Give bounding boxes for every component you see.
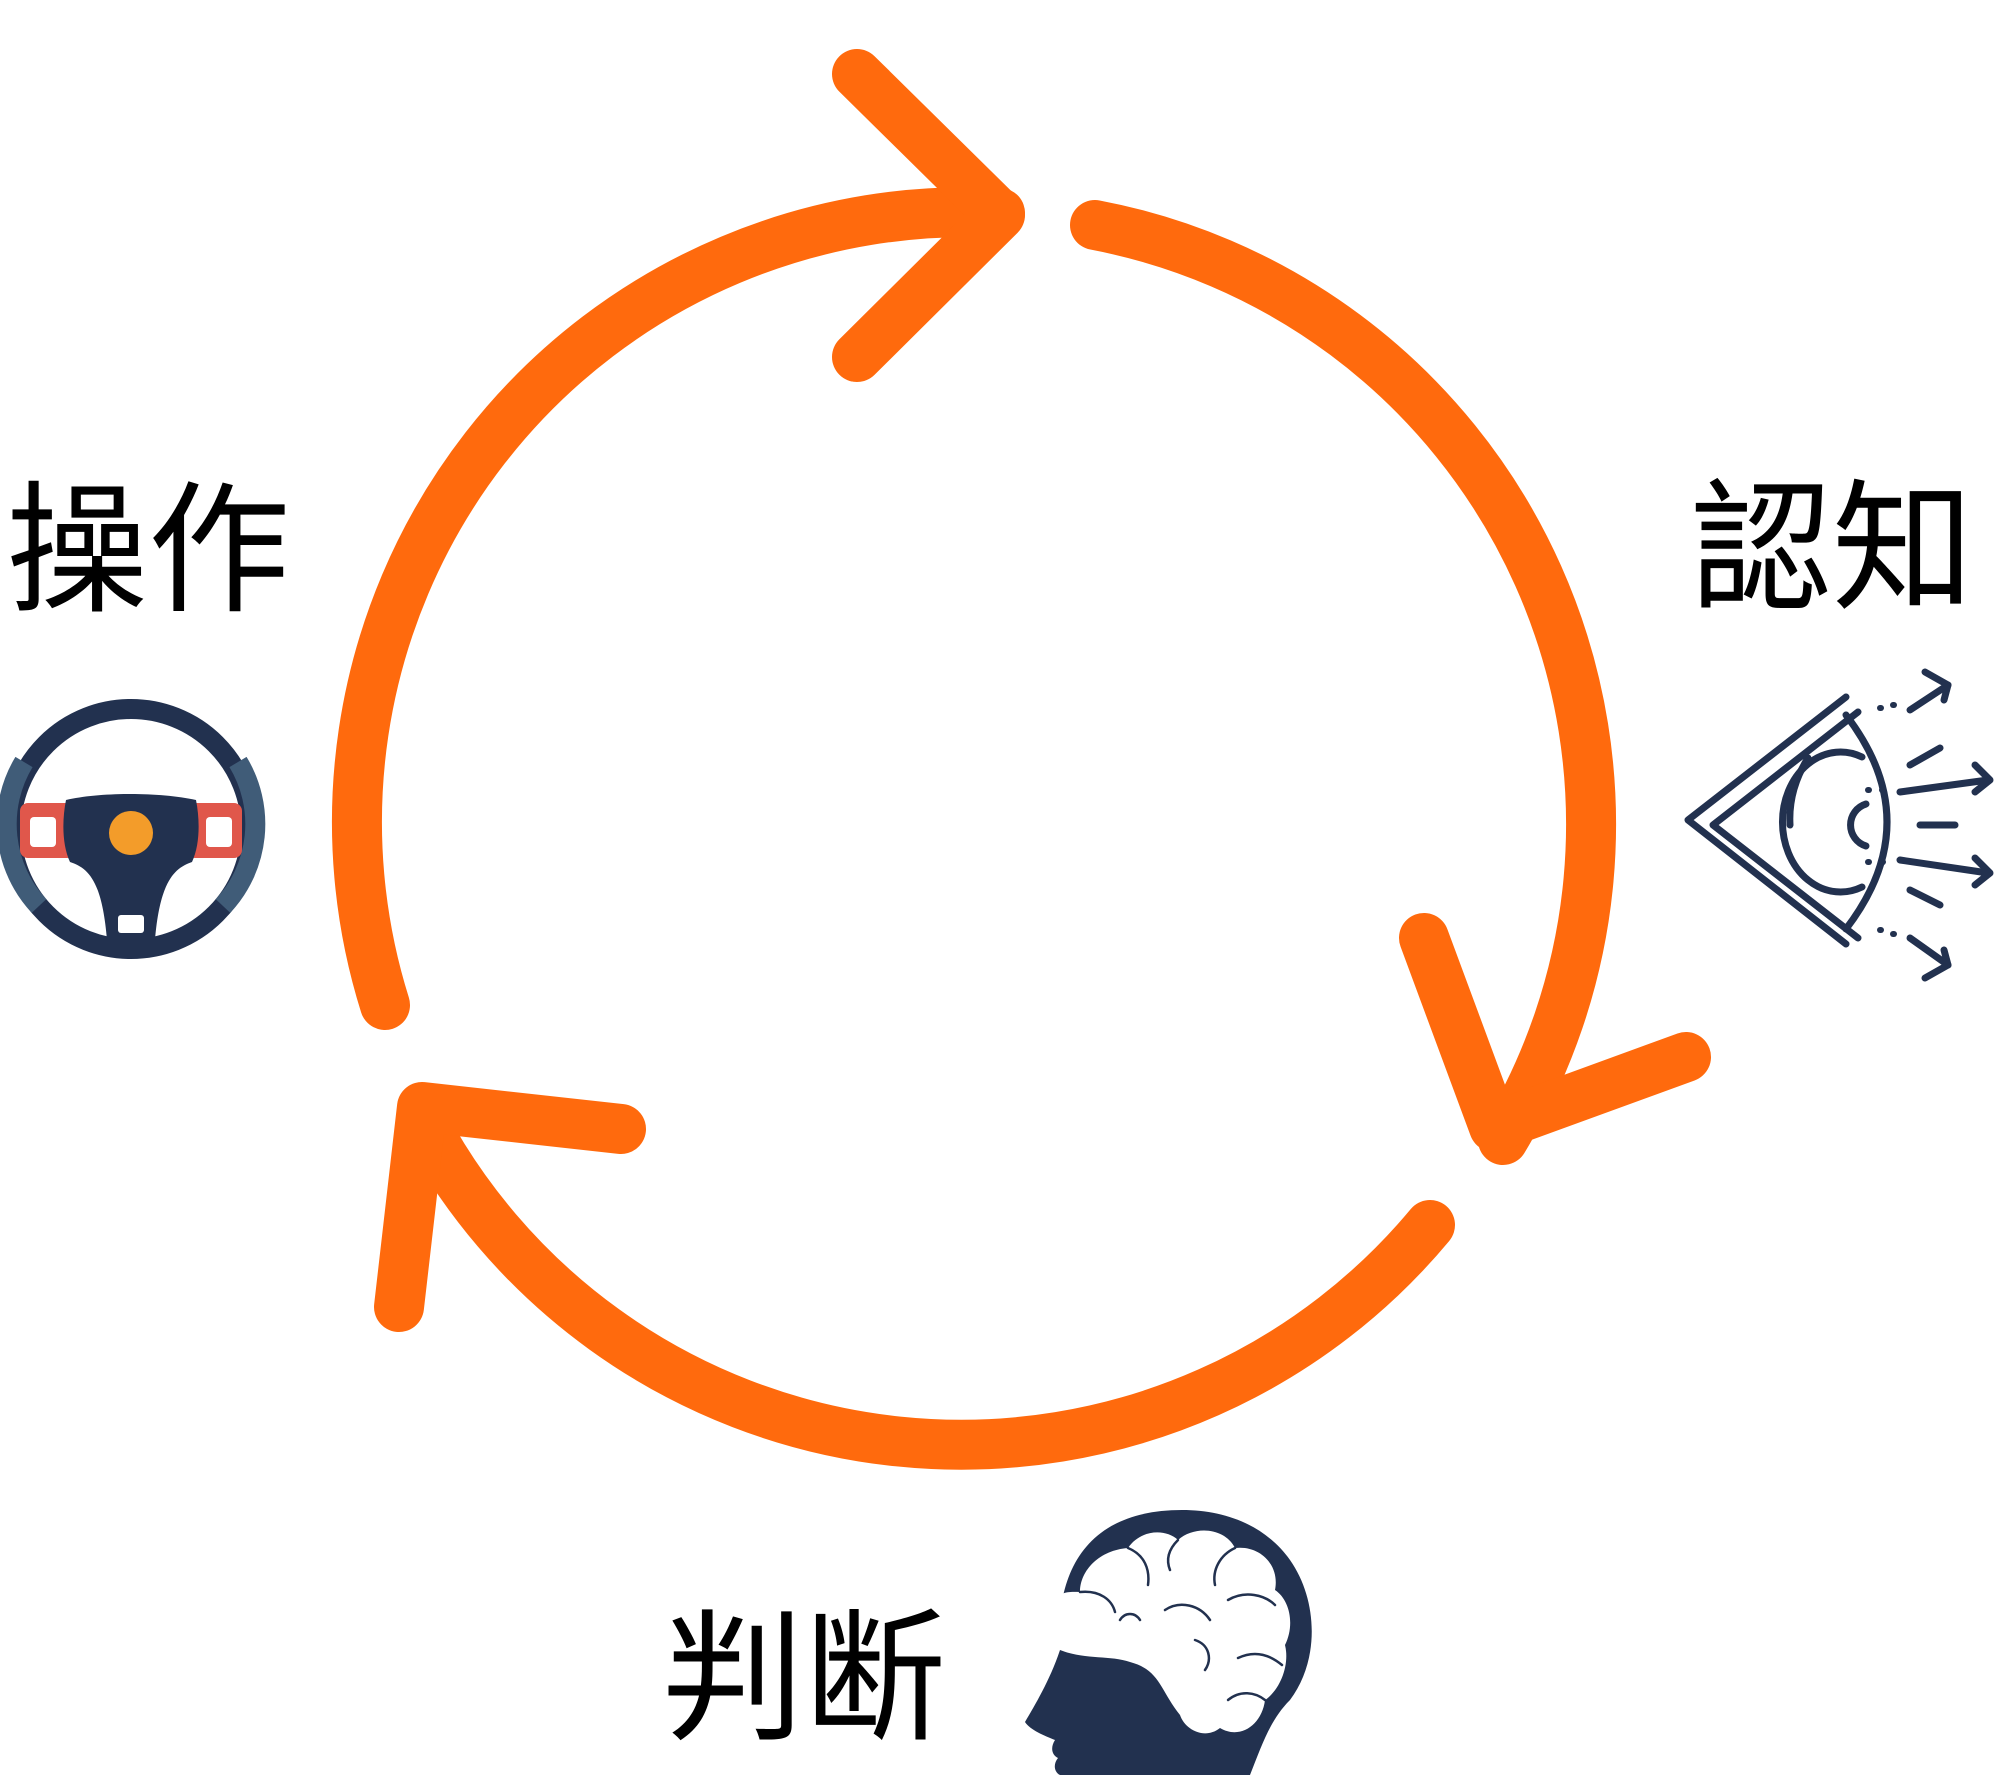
arrowhead-top [832,49,1025,382]
eye-vision-icon [1684,668,1994,982]
arrow-judgment-to-operation [397,1095,1455,1470]
head-brain-icon [1025,1510,1312,1775]
operation-label: 操作 [6,469,290,634]
judgment-label: 判断 [662,1597,946,1762]
arrowhead-right [1399,913,1711,1152]
arrow-operation-to-recognition [331,187,1025,1030]
steering-wheel-icon [0,699,266,959]
arrowhead-left [374,1082,646,1332]
cycle-arrows [331,49,1711,1470]
recognition-label: 認知 [1690,467,1974,632]
arrow-recognition-to-judgment [1070,200,1617,1165]
